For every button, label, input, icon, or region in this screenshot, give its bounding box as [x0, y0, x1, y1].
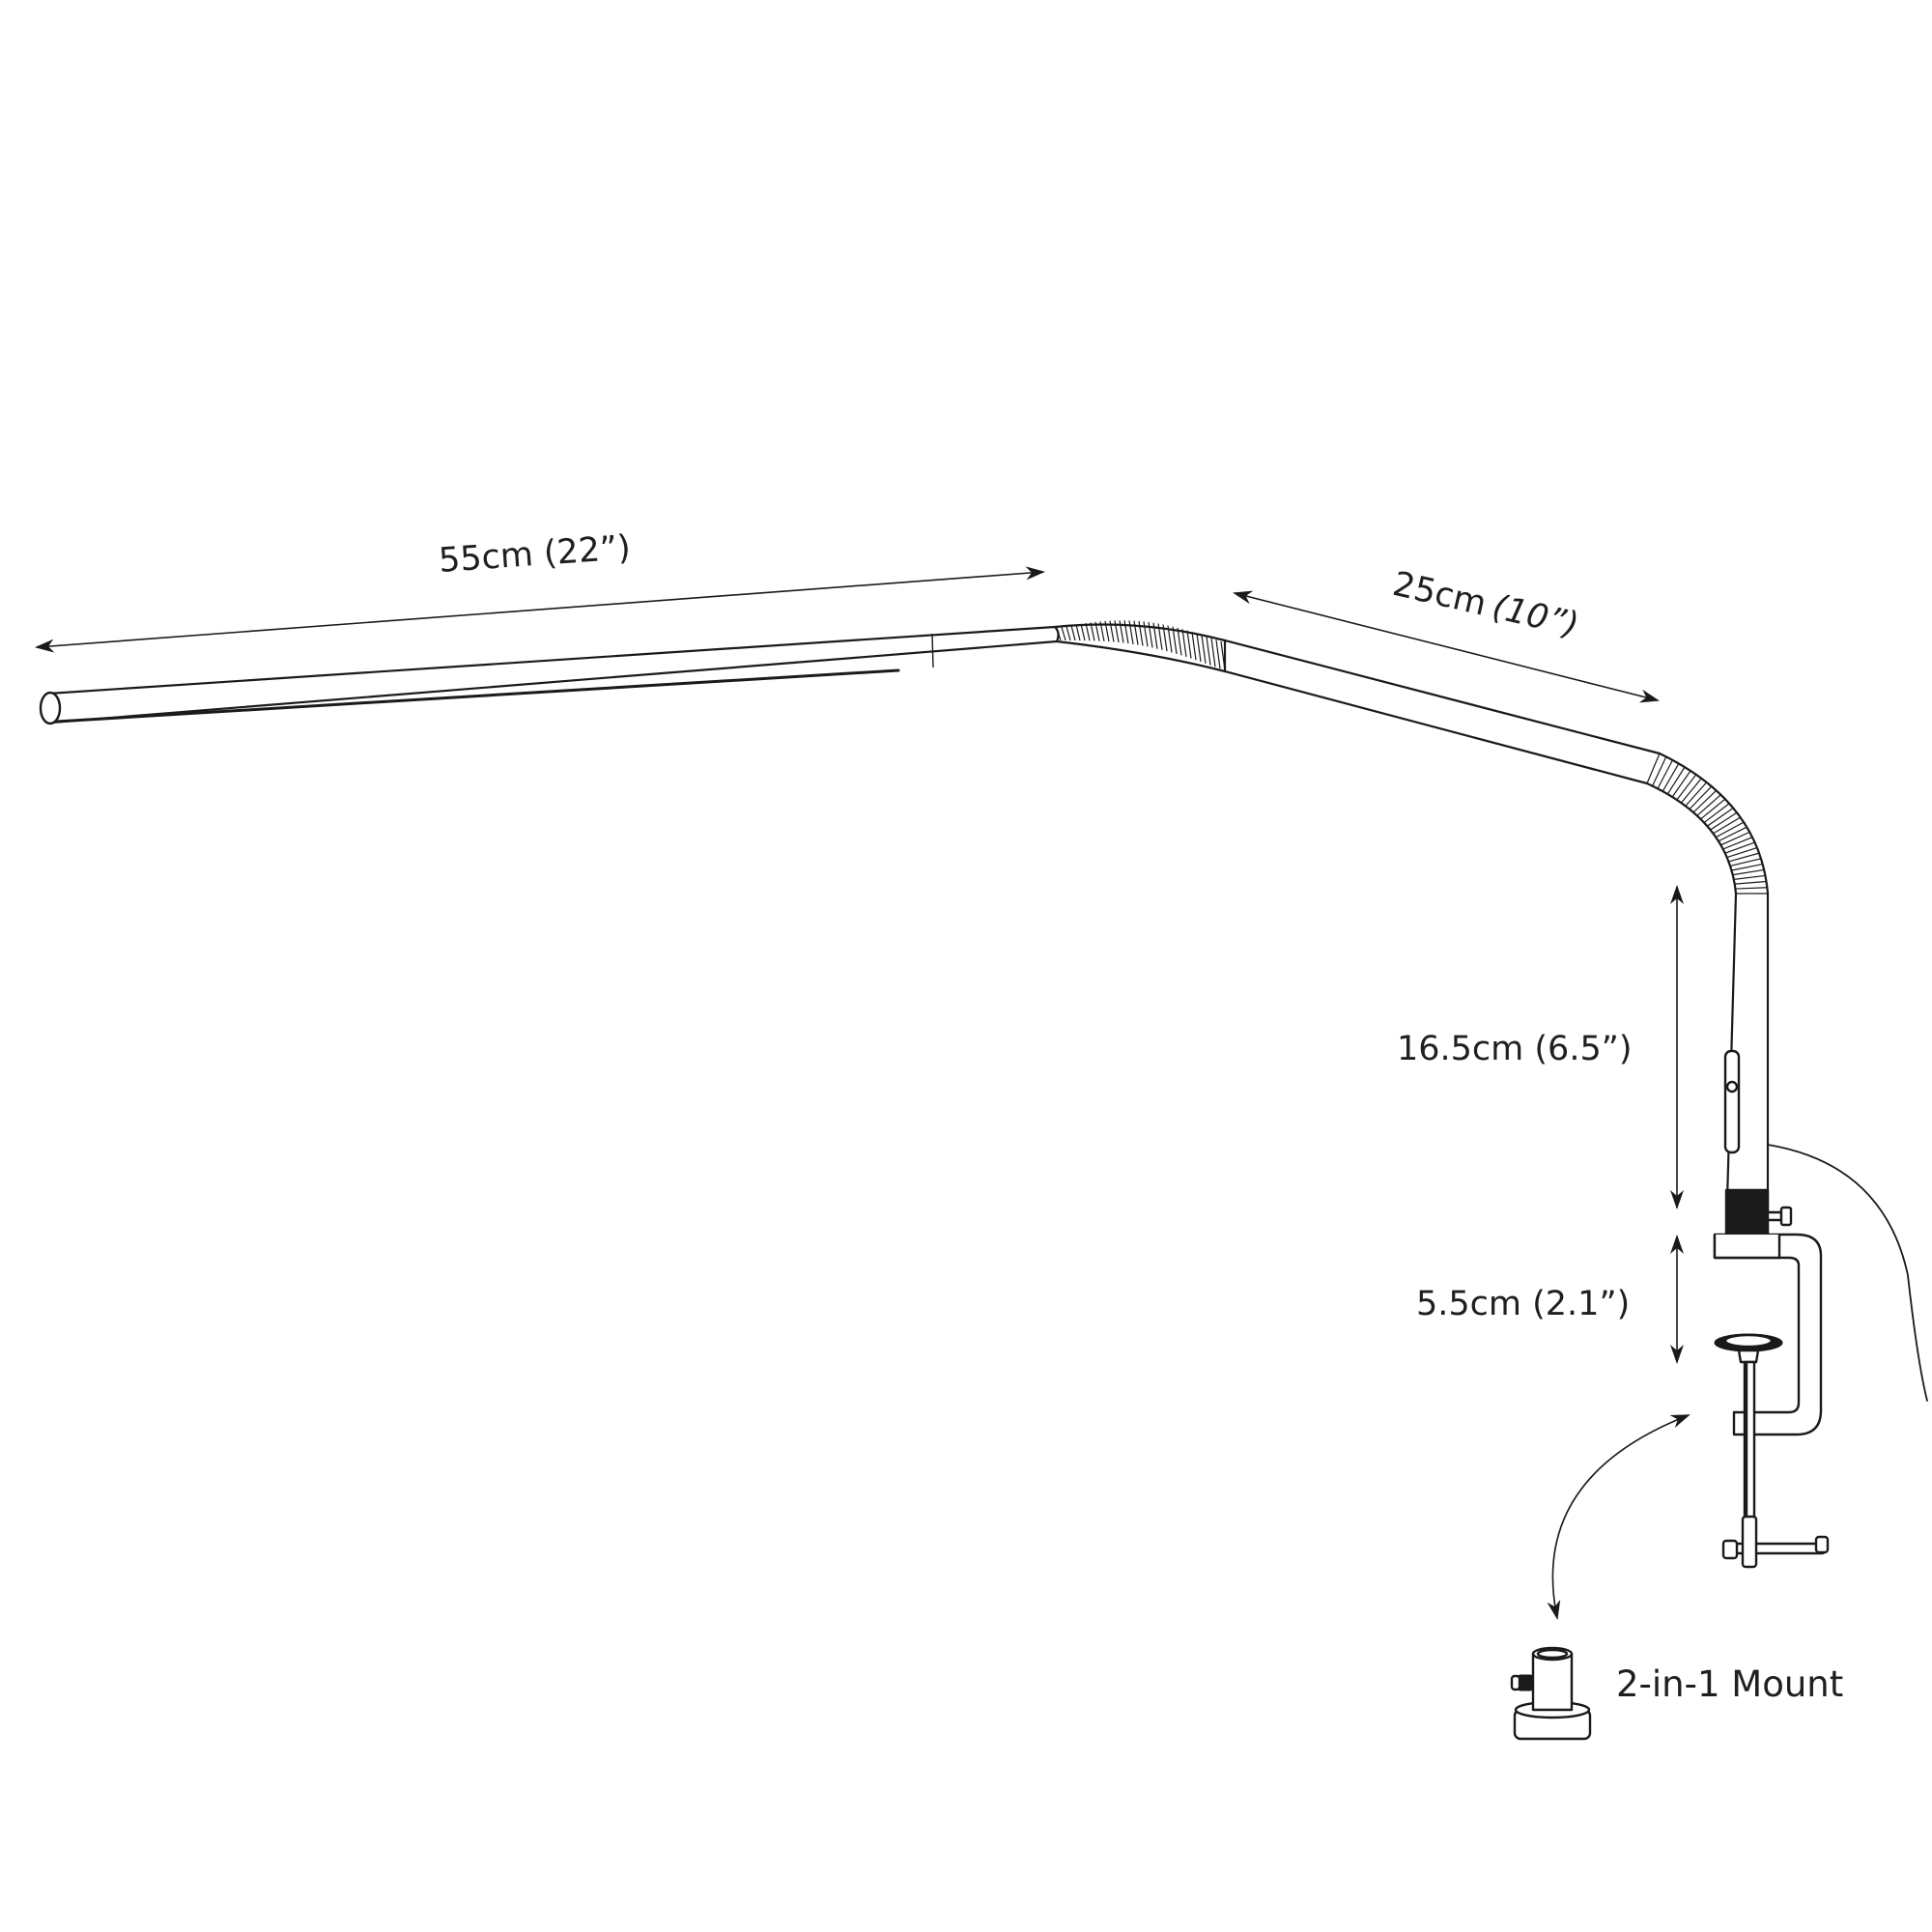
coil-ring	[1181, 629, 1187, 658]
two-in-one-mount	[1510, 1646, 1592, 1741]
coil-ring	[1728, 852, 1760, 863]
coil-ring	[1733, 874, 1766, 880]
mount-swap-arrow	[1547, 1414, 1690, 1620]
coil-ring	[1191, 632, 1197, 661]
coil-ring	[1157, 623, 1163, 650]
coil-ring	[1065, 626, 1071, 641]
coil-ring	[1646, 753, 1661, 784]
coil-ring	[1128, 620, 1134, 644]
coil-ring	[1732, 868, 1765, 876]
coil-ring	[1729, 858, 1762, 867]
coil-ring	[1099, 621, 1105, 641]
lamp-light-bar	[39, 625, 1060, 725]
coil-ring	[1094, 621, 1100, 641]
coil-ring	[1724, 841, 1755, 854]
coil-ring	[1114, 620, 1120, 643]
coil-ring	[1680, 778, 1702, 804]
coil-ring	[1718, 826, 1747, 842]
coil-ring	[1720, 831, 1750, 846]
coil-ring	[1206, 636, 1211, 666]
coil-ring	[1196, 633, 1202, 663]
coil-ring	[1075, 624, 1081, 641]
coil-ring	[1735, 887, 1768, 890]
coil-ring	[1703, 803, 1730, 824]
desk-clamp	[1713, 1233, 1830, 1569]
coil-ring	[1056, 627, 1062, 641]
coil-ring	[1689, 785, 1713, 810]
coil-ring	[1061, 626, 1066, 641]
coil-ring	[1162, 624, 1168, 652]
coil-ring	[1696, 794, 1721, 816]
coil-ring	[1685, 781, 1708, 807]
coil-ring	[1692, 789, 1718, 813]
coil-ring	[1186, 630, 1192, 659]
mount-caption: 2-in-1 Mount	[1616, 1663, 1843, 1705]
coil-ring	[1152, 622, 1158, 649]
coil-ring	[1119, 620, 1124, 643]
arm-length-arrow	[35, 566, 1045, 653]
coil-ring	[1713, 816, 1741, 835]
coil-ring	[1143, 621, 1149, 647]
elbow-length-arrow	[1233, 590, 1660, 703]
gooseneck-elbow	[1645, 752, 1770, 895]
coil-ring	[1138, 620, 1144, 646]
coil-ring	[1085, 622, 1091, 641]
coil-ring	[1220, 640, 1226, 671]
coil-ring	[1090, 622, 1095, 641]
arm-length-label: 55cm (22”)	[438, 528, 632, 581]
lamp-stem	[1723, 892, 1928, 1402]
coil-ring	[1215, 639, 1221, 669]
coil-ring	[1726, 846, 1758, 859]
coil-ring	[1666, 766, 1686, 795]
coil-ring	[1722, 837, 1753, 850]
coil-ring	[1734, 880, 1767, 885]
coil-ring	[1710, 811, 1738, 831]
elbow-length-label: 25cm(10”)	[1389, 565, 1582, 645]
gooseneck-upper	[1053, 620, 1227, 673]
coil-ring	[1657, 759, 1673, 789]
clamp-height-label: 5.5cm (2.1”)	[1416, 1285, 1630, 1323]
coil-ring	[1652, 756, 1667, 786]
coil-ring	[1070, 625, 1076, 641]
coil-ring	[1700, 798, 1726, 820]
coil-ring	[1210, 638, 1216, 668]
coil-ring	[1172, 626, 1178, 654]
coil-ring	[1167, 625, 1173, 653]
coil-ring	[1148, 621, 1153, 648]
coil-ring	[1133, 620, 1139, 645]
coil-ring	[1177, 627, 1182, 656]
coil-ring	[1109, 620, 1115, 642]
coil-ring	[1080, 623, 1086, 641]
coil-ring	[1731, 863, 1763, 871]
coil-ring	[1715, 821, 1745, 838]
coil-ring	[1104, 620, 1110, 642]
stem-height-label: 16.5cm (6.5”)	[1397, 1030, 1633, 1068]
coil-ring	[1671, 770, 1691, 798]
coil-ring	[1123, 620, 1129, 644]
coil-ring	[1676, 774, 1697, 801]
lamp-middle-tube	[1223, 639, 1662, 785]
coil-ring	[1662, 763, 1680, 792]
coil-ring	[1707, 807, 1734, 827]
coil-ring	[1201, 635, 1207, 664]
